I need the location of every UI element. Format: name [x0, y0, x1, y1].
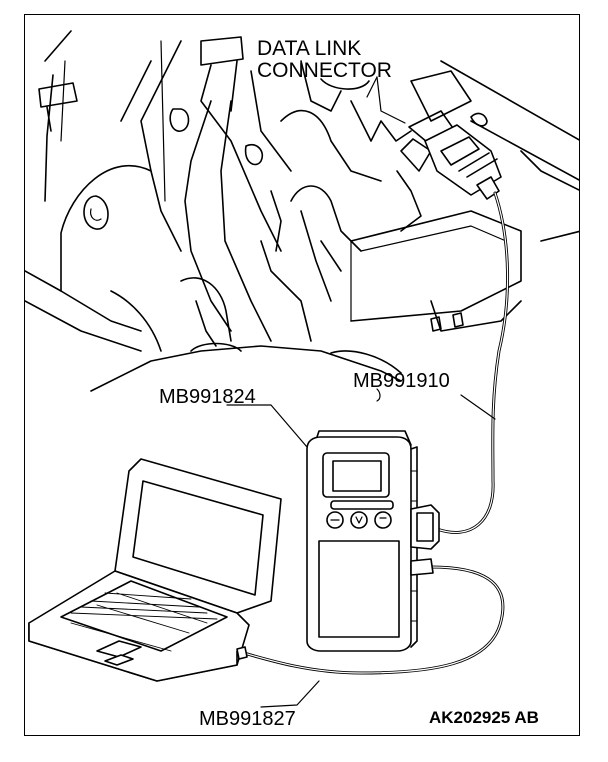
scan-tool-button-center	[350, 511, 368, 529]
scan-tool-display	[332, 460, 382, 492]
connector-plug	[424, 124, 502, 200]
scan-tool-usb-port	[410, 558, 434, 576]
scan-tool-harness-port	[410, 504, 440, 550]
harness-cable-inner	[436, 192, 509, 534]
connector-label-line2: CONNECTOR	[257, 59, 392, 82]
leader-lines	[226, 76, 496, 708]
usb-cable-inner	[236, 566, 504, 674]
illustration-frame: DATA LINK CONNECTOR MB991824 MB991910 MB…	[24, 14, 580, 736]
scan-tool-button-right	[374, 511, 392, 529]
bolt-hole	[83, 195, 109, 230]
laptop-touchpad	[96, 640, 142, 658]
figure-id-label: AK202925 AB	[429, 708, 539, 727]
scan-tool-display-bezel	[322, 452, 390, 498]
vehicle-dashboard-area	[25, 30, 579, 392]
connector-label-line1: DATA LINK	[257, 37, 361, 60]
rod-clip	[38, 82, 78, 108]
diagram-svg: DATA LINK CONNECTOR MB991824 MB991910 MB…	[25, 30, 579, 730]
scan-tool-device	[306, 430, 440, 652]
laptop-screen	[132, 480, 264, 596]
laptop-pc	[28, 458, 282, 682]
scan-tool-label: MB991824	[159, 386, 256, 408]
usb-cable-label: MB991827	[199, 708, 296, 730]
laptop-usb-port	[236, 646, 248, 660]
labels-group: DATA LINK CONNECTOR MB991824 MB991910 MB…	[159, 37, 539, 730]
circular-fastener	[169, 108, 190, 132]
scan-tool-button-left	[326, 511, 344, 529]
harness-label: MB991910	[353, 370, 450, 392]
